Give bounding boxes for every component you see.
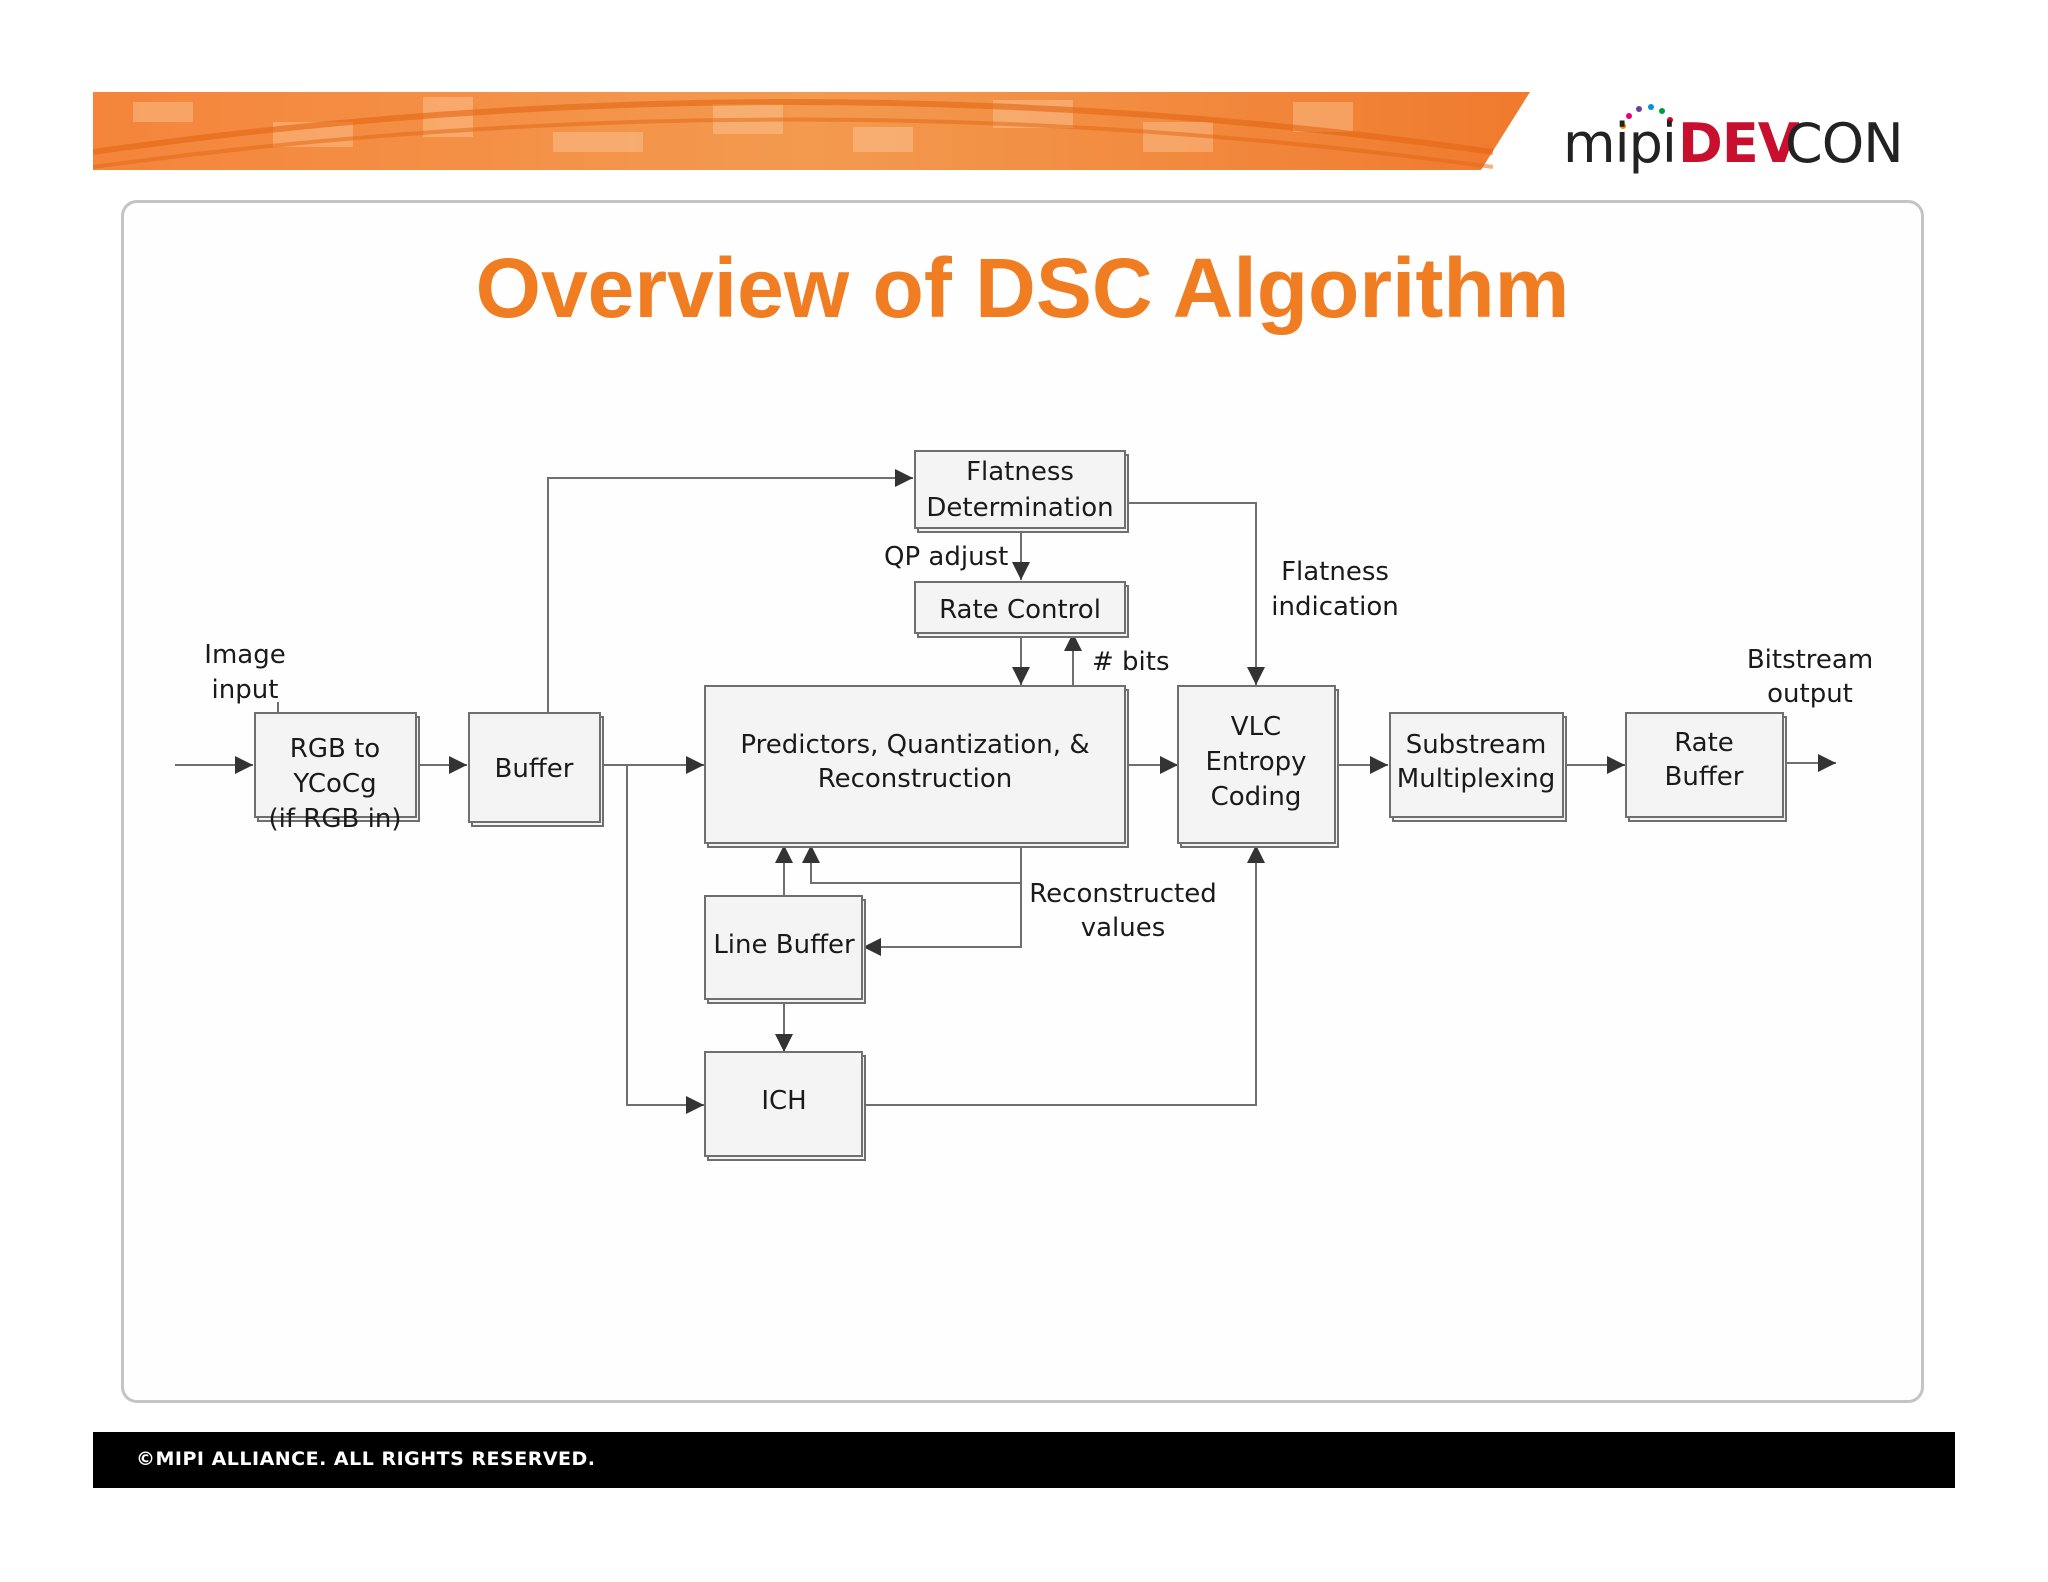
logo-dots-icon [1620, 104, 1673, 129]
slide-title: Overview of DSC Algorithm [475, 241, 1570, 335]
label-image-input-line1: Image [204, 640, 285, 670]
block-flatness-line2: Determination [926, 493, 1113, 523]
block-rgb-line2: YCoCg [292, 769, 376, 799]
block-rgb-line1: RGB to [290, 734, 380, 764]
block-rate-buffer: Rate Buffer [1625, 712, 1787, 822]
header-banner-image [93, 92, 1530, 170]
wire-flatness-indication [1126, 502, 1265, 685]
block-ich-label: ICH [761, 1086, 806, 1116]
wire-reconstructed-to-linebuffer [863, 844, 1022, 956]
block-substream-line1: Substream [1406, 730, 1547, 760]
logo-mipi-text: mipi [1563, 112, 1677, 175]
label-flatness-indication-line1: Flatness [1281, 557, 1389, 587]
block-vlc-line3: Coding [1211, 782, 1302, 812]
connections [175, 469, 1836, 1114]
label-reconstructed-values-line2: values [1081, 913, 1166, 943]
footer-copyright: ©MIPI ALLIANCE. ALL RIGHTS RESERVED. [136, 1448, 596, 1470]
label-reconstructed-values-line1: Reconstructed [1029, 879, 1216, 909]
wire-buffer-to-ich [626, 765, 704, 1114]
block-rate-buffer-line1: Rate [1674, 728, 1734, 758]
block-vlc-entropy-coding: VLC Entropy Coding [1177, 685, 1339, 848]
block-flatness-determination: Flatness Determination [914, 450, 1129, 533]
block-line-buffer: Line Buffer [704, 895, 866, 1004]
logo-con-text: CON [1785, 112, 1904, 175]
block-predictors-line1: Predictors, Quantization, & [740, 730, 1089, 760]
block-vlc-line2: Entropy [1205, 747, 1306, 777]
block-rate-buffer-line2: Buffer [1665, 762, 1744, 792]
label-bitstream-output-line1: Bitstream [1747, 645, 1873, 675]
label-bitstream-output-line2: output [1767, 679, 1853, 709]
label-image-input-line2: input [212, 675, 279, 705]
block-vlc-line1: VLC [1231, 712, 1281, 742]
block-rate-control: Rate Control [914, 581, 1129, 638]
label-flatness-indication-line2: indication [1271, 592, 1398, 622]
block-rate-control-label: Rate Control [939, 595, 1101, 625]
block-predictors-line2: Reconstruction [818, 764, 1013, 794]
wire-buffer-to-flatness [547, 469, 913, 712]
block-line-buffer-label: Line Buffer [713, 930, 855, 960]
svg-text:YCoCg: YCoCg [292, 769, 376, 799]
block-flatness-line1: Flatness [966, 457, 1074, 487]
footer-bar: ©MIPI ALLIANCE. ALL RIGHTS RESERVED. [93, 1432, 1955, 1488]
block-substream-line2: Multiplexing [1397, 764, 1555, 794]
svg-text:(if RGB in): (if RGB in) [269, 804, 402, 834]
block-rgb-line3: (if RGB in) [269, 804, 402, 834]
wire-reconstructed-to-predictors [802, 845, 1021, 884]
label-bits: # bits [1092, 647, 1170, 677]
mipi-devcon-logo: mipi DEV CON [1563, 100, 1904, 180]
wire-ich-to-vlc [863, 845, 1265, 1106]
block-rgb-to-ycocg: RGB to YCoCg (if RGB in) [254, 712, 420, 834]
label-qp-adjust: QP adjust [884, 542, 1008, 572]
block-buffer: Buffer [468, 712, 604, 827]
logo-dev-text: DEV [1678, 112, 1800, 175]
block-buffer-label: Buffer [495, 754, 574, 784]
block-ich: ICH [704, 1051, 866, 1161]
svg-text:RGB to: RGB to [290, 734, 380, 764]
block-substream-multiplexing: Substream Multiplexing [1389, 712, 1567, 822]
block-predictors-quantization-reconstruction: Predictors, Quantization, & Reconstructi… [704, 685, 1129, 848]
